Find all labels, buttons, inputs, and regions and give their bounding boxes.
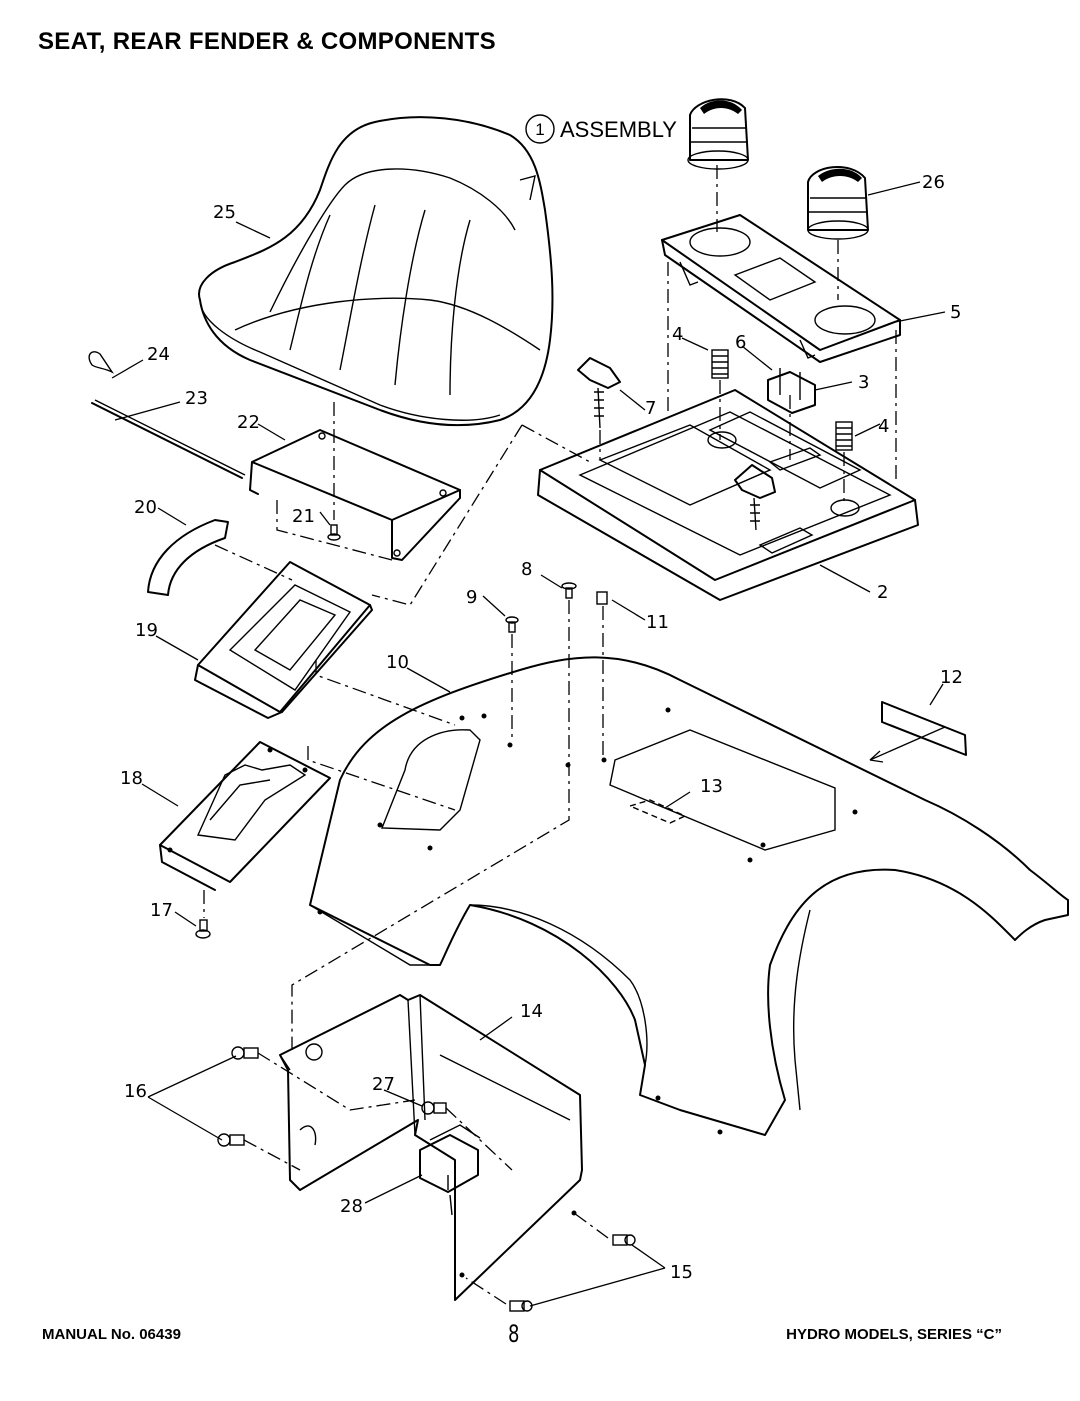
callout-28: 28	[340, 1196, 363, 1217]
callout-24: 24	[147, 344, 170, 365]
manual-number: MANUAL No. 06439	[42, 1326, 181, 1343]
knob-upper	[577, 357, 621, 429]
seat-pan	[249, 429, 461, 561]
knob-lower	[734, 464, 776, 531]
leader-lines	[111, 181, 946, 1307]
callout-6: 6	[735, 332, 746, 353]
callout-8: 8	[521, 559, 532, 580]
spring-right	[835, 421, 853, 451]
assembly-text: ASSEMBLY	[560, 117, 677, 142]
callout-17: 17	[150, 900, 173, 921]
callout-4a: 4	[672, 324, 683, 345]
nut-11	[596, 591, 608, 605]
bolt-8	[561, 582, 577, 599]
page-title: SEAT, REAR FENDER & COMPONENTS	[38, 28, 496, 55]
bolt-15a	[612, 1234, 636, 1246]
bolt-16a	[231, 1046, 259, 1060]
decal-20	[147, 519, 229, 596]
callout-12: 12	[940, 667, 963, 688]
seat	[198, 116, 554, 427]
shift-plate	[159, 741, 331, 891]
callout-9: 9	[466, 587, 477, 608]
hair-pin-clip	[88, 351, 115, 374]
seat-top-bracket	[661, 214, 901, 363]
bumper-lower	[807, 165, 869, 240]
callout-22: 22	[237, 412, 260, 433]
callout-26: 26	[922, 172, 945, 193]
callout-21: 21	[292, 506, 315, 527]
decal-12	[881, 701, 967, 756]
callout-18: 18	[120, 768, 143, 789]
bolt-17	[195, 919, 211, 939]
bolt-21	[327, 524, 341, 541]
bolt-9	[505, 616, 519, 633]
assembly-label: 1 ASSEMBLY	[525, 114, 677, 144]
callout-19: 19	[135, 620, 158, 641]
callout-5: 5	[950, 302, 961, 323]
switch-28	[419, 1124, 481, 1216]
seat-base	[537, 389, 919, 601]
callout-4b: 4	[878, 416, 889, 437]
shift-cover	[194, 561, 373, 719]
callout-16: 16	[124, 1081, 147, 1102]
page-number: 8	[508, 1320, 520, 1348]
callout-14: 14	[520, 1001, 543, 1022]
assembly-lines	[203, 165, 897, 1305]
seat-rod	[91, 399, 246, 479]
callout-11: 11	[646, 612, 669, 633]
bumper-upper	[687, 98, 749, 170]
callout-2: 2	[877, 582, 888, 603]
callout-7: 7	[645, 398, 656, 419]
assembly-number: 1	[535, 120, 544, 139]
spring-left	[711, 349, 729, 379]
callout-15: 15	[670, 1262, 693, 1283]
callout-23: 23	[185, 388, 208, 409]
bolt-27	[421, 1101, 447, 1115]
callout-13: 13	[700, 776, 723, 797]
bolt-15b	[509, 1300, 533, 1312]
callout-20: 20	[134, 497, 157, 518]
callout-10: 10	[386, 652, 409, 673]
callout-3: 3	[858, 372, 869, 393]
callout-numbers: 2 3 4 4 5 6 7 8 9 10 11 12 13 14 15 16 1…	[120, 172, 963, 1283]
rear-fender	[309, 656, 1069, 1136]
model-series: HYDRO MODELS, SERIES “C”	[786, 1326, 1002, 1343]
battery-bracket	[279, 994, 583, 1301]
seat-switch	[767, 368, 816, 414]
callout-25: 25	[213, 202, 236, 223]
callout-27: 27	[372, 1074, 395, 1095]
